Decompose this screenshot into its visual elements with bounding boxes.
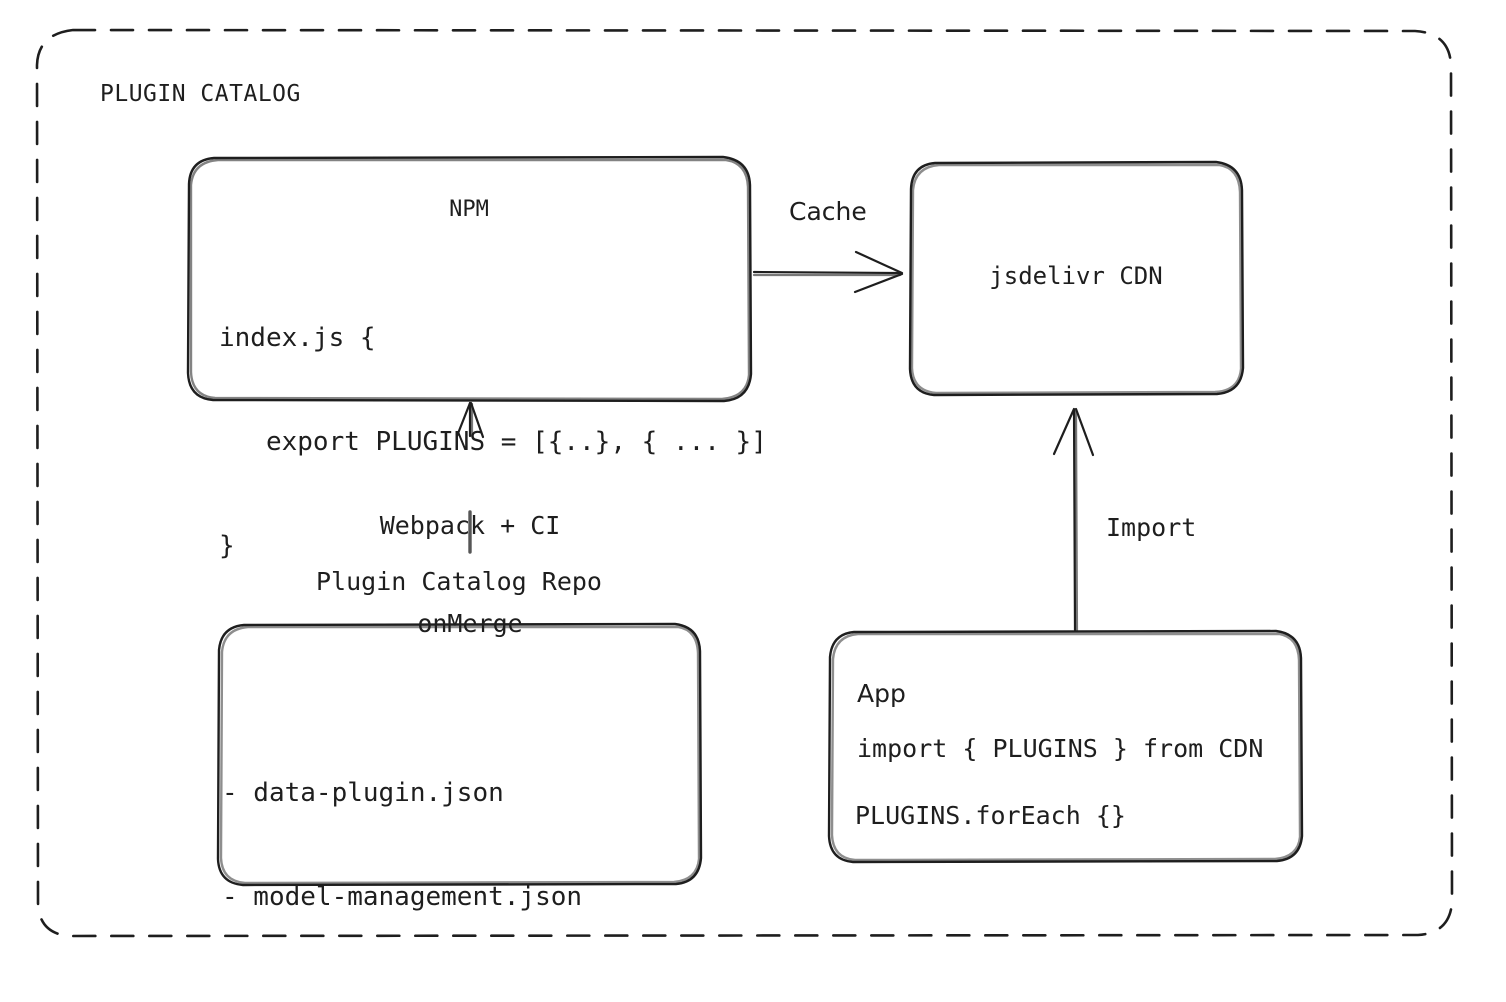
arrow-app-to-cdn — [1052, 407, 1095, 632]
npm-code-line-2: export PLUGINS = [{..}, { ... }] — [219, 426, 767, 457]
repo-file-item: - model-management.json — [222, 881, 583, 912]
repo-file-item: ... — [222, 985, 285, 1002]
arrow-npm-to-cdn — [752, 250, 904, 294]
edge-label-import: Import — [1106, 513, 1197, 542]
edge-label-webpack-ci: Webpack + CI onMerge — [290, 445, 650, 705]
repo-node-title: Plugin Catalog Repo — [316, 567, 602, 596]
repo-file-item: - data-plugin.json — [222, 778, 504, 809]
repo-node-file-list: - data-plugin.json - model-management.js… — [222, 707, 582, 1002]
edge-label-cache: Cache — [789, 197, 867, 226]
app-node-title: App — [857, 679, 906, 708]
edge-label-webpack-ci-line-1: Webpack + CI — [379, 511, 561, 540]
app-node-code-line-1: import { PLUGINS } from CDN — [857, 734, 1264, 763]
edge-label-webpack-ci-line-2: onMerge — [417, 608, 523, 638]
cdn-node-title: jsdelivr CDN — [989, 262, 1163, 290]
app-node-code-line-2: PLUGINS.forEach {} — [855, 801, 1126, 830]
npm-node-title: NPM — [449, 197, 489, 222]
container-title: PLUGIN CATALOG — [100, 81, 301, 107]
npm-code-line-3: } — [219, 530, 235, 561]
npm-node-code: index.js { export PLUGINS = [{..}, { ...… — [219, 252, 767, 632]
npm-code-line-1: index.js { — [219, 323, 376, 354]
